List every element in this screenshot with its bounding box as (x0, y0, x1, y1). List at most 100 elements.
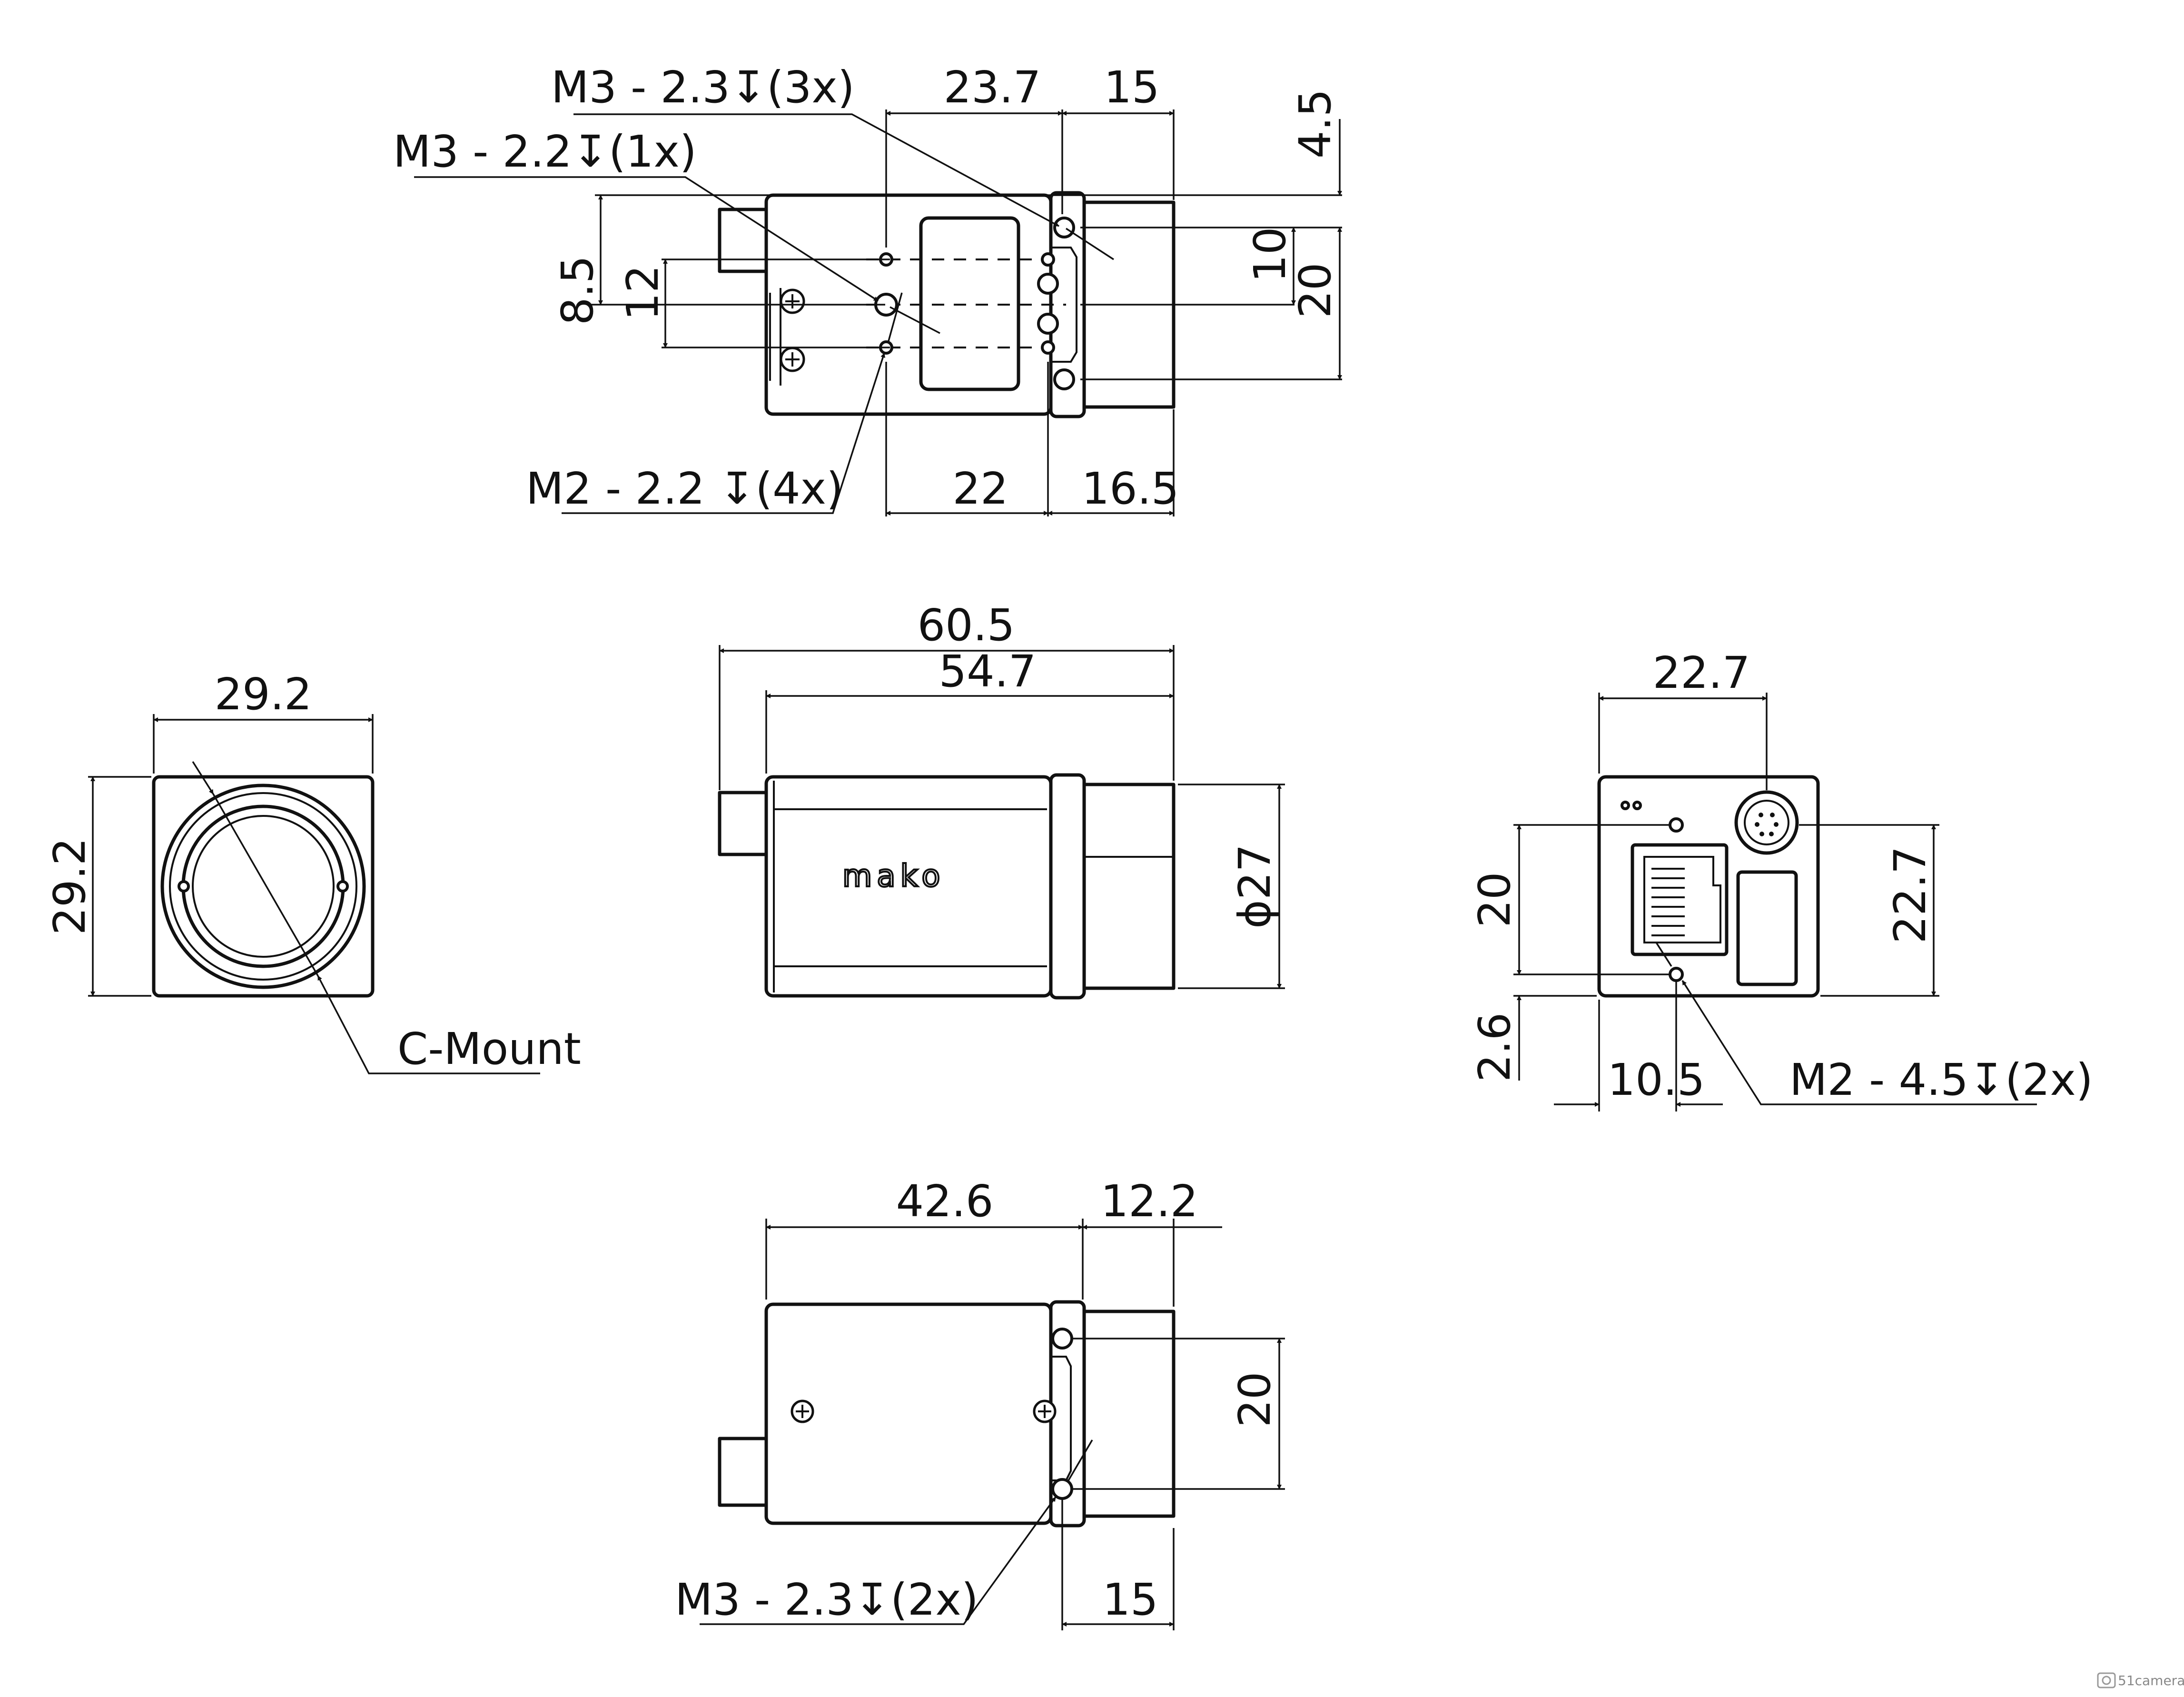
callout-m3-1x: M3 - 2.2↧(1x) (393, 126, 697, 177)
top-view-horizontal-extension (590, 194, 1342, 380)
dim-23-7: 23.7 (944, 62, 1041, 113)
bottom-dim-42-6: 42.6 (896, 1176, 994, 1227)
side-view-bevel-lines (773, 781, 1047, 992)
front-view-extension-top (153, 714, 374, 774)
front-view-outer-ring (160, 784, 366, 989)
side-view-extension-right (1178, 784, 1285, 989)
side-view-connector (718, 791, 768, 856)
m2-hole (1041, 340, 1055, 355)
c-mount-label: C-Mount (397, 1023, 581, 1074)
front-view-ring-inner-edge (169, 792, 357, 981)
led-indicator (1632, 801, 1642, 810)
rear-m2-hole (1669, 967, 1684, 982)
front-height: 29.2 (44, 838, 95, 935)
screw-icon (780, 288, 805, 314)
dim-15-top: 15 (1104, 62, 1159, 113)
top-view: 23.7 15 4.5 20 10 8.5 12 22 16.5 M3 - 2.… (393, 62, 1342, 516)
m3-hole (1037, 313, 1059, 335)
dim-20: 20 (1290, 262, 1341, 318)
watermark-text: 51camera (2118, 1673, 2184, 1688)
leader-rear-m2-tail (1655, 942, 1672, 967)
io-connector-icon (1734, 790, 1799, 855)
bottom-m3-hole (1051, 1328, 1073, 1350)
dim-22: 22 (952, 463, 1008, 514)
watermark: 51camera (2097, 1672, 2184, 1688)
dim-16-5: 16.5 (1082, 463, 1179, 514)
rear-view-extension-bottom (1598, 981, 1677, 1111)
leader-c-mount-mid (212, 794, 319, 976)
leader-m3-3x-tail (1066, 228, 1114, 260)
bottom-view-extension-top (765, 1219, 1175, 1307)
side-view-front-ring (1049, 773, 1086, 1000)
bottom-view-connector (718, 1437, 768, 1507)
m3-hole (1053, 217, 1075, 238)
front-view-pin (336, 880, 349, 893)
bottom-view: 42.6 12.2 20 15 M3 - 2.3↧(2x) (675, 1176, 1285, 1630)
m3-hole (1053, 368, 1075, 390)
leader-c-mount-upper (192, 761, 214, 794)
dim-4-5: 4.5 (1290, 89, 1341, 159)
rear-dim-2-6: 2.6 (1469, 1012, 1520, 1082)
leader-m3-1x-tail (889, 306, 940, 334)
rear-dim-20: 20 (1469, 872, 1520, 927)
rear-view-extension-right (1799, 824, 1939, 997)
lens-diameter: ϕ27 (1229, 844, 1280, 929)
front-view-c-mount-opening (181, 804, 345, 968)
leader-bottom-m3-tail (1067, 1439, 1093, 1481)
rear-width: 22.7 (1653, 647, 1750, 698)
camera-icon (2097, 1672, 2116, 1688)
front-view-body (152, 775, 375, 998)
bottom-view-lens-barrel (1082, 1310, 1176, 1518)
leader-m3-3x (573, 113, 1059, 227)
ethernet-port-icon (1631, 843, 1729, 956)
front-view: 29.2 29.2 C-Mount (44, 669, 581, 1074)
screw-icon (780, 347, 805, 372)
side-view: mako 60.5 54.7 ϕ27 (718, 600, 1285, 1000)
bottom-dim-12-2: 12.2 (1101, 1176, 1198, 1227)
rear-height: 22.7 (1885, 846, 1936, 944)
front-view-pin (178, 880, 190, 893)
front-view-extension-left (88, 776, 151, 997)
rear-label-plate (1736, 870, 1798, 986)
side-view-extension-top (719, 645, 1175, 790)
top-view-extension-lines-lower (885, 362, 1175, 516)
callout-m2-4x: M2 - 2.2 ↧(4x) (526, 463, 843, 514)
leader-rear-m2 (1681, 980, 2037, 1105)
led-indicator (1621, 801, 1630, 810)
dim-8-5: 8.5 (552, 256, 603, 325)
bottom-callout-m3: M3 - 2.3↧(2x) (675, 1574, 978, 1625)
bottom-dim-20: 20 (1229, 1371, 1280, 1427)
leader-bottom-m3 (700, 1496, 1057, 1625)
rear-view-extension-left (1513, 824, 1670, 997)
leader-m2-4x-tail (887, 292, 903, 343)
screw-icon (791, 1399, 814, 1423)
leader-c-mount (317, 975, 540, 1074)
side-view-lens-barrel (1082, 783, 1176, 990)
bottom-view-extension-bottom (1061, 1499, 1175, 1630)
rear-view-extension-top (1598, 693, 1768, 790)
rear-view-body (1597, 775, 1820, 998)
brand-logo: mako (842, 859, 945, 894)
top-view-ring-notch (1051, 247, 1077, 363)
top-view-side-bar (769, 288, 781, 386)
top-view-connector (718, 208, 768, 273)
dim-12: 12 (617, 265, 668, 320)
callout-m3-3x: M3 - 2.3↧(3x) (551, 62, 855, 113)
front-width: 29.2 (215, 669, 312, 720)
leader-m2-4x (562, 353, 886, 514)
bottom-dim-15: 15 (1102, 1574, 1158, 1625)
m3-hole (1037, 273, 1059, 295)
rear-dim-10-5: 10.5 (1608, 1054, 1705, 1105)
front-view-lens-bore (192, 815, 335, 958)
bottom-view-extension-right (1071, 1338, 1285, 1490)
leader-m3-1x (414, 176, 879, 302)
rear-m2-hole (1669, 817, 1684, 833)
dim-10: 10 (1245, 227, 1295, 282)
bottom-m3-hole (1051, 1478, 1073, 1500)
screw-icon (1033, 1399, 1057, 1423)
rear-callout-m2: M2 - 4.5↧(2x) (1789, 1054, 2093, 1105)
overall-length: 60.5 (918, 600, 1015, 651)
m2-hole (1041, 252, 1055, 267)
body-length: 54.7 (939, 646, 1037, 697)
